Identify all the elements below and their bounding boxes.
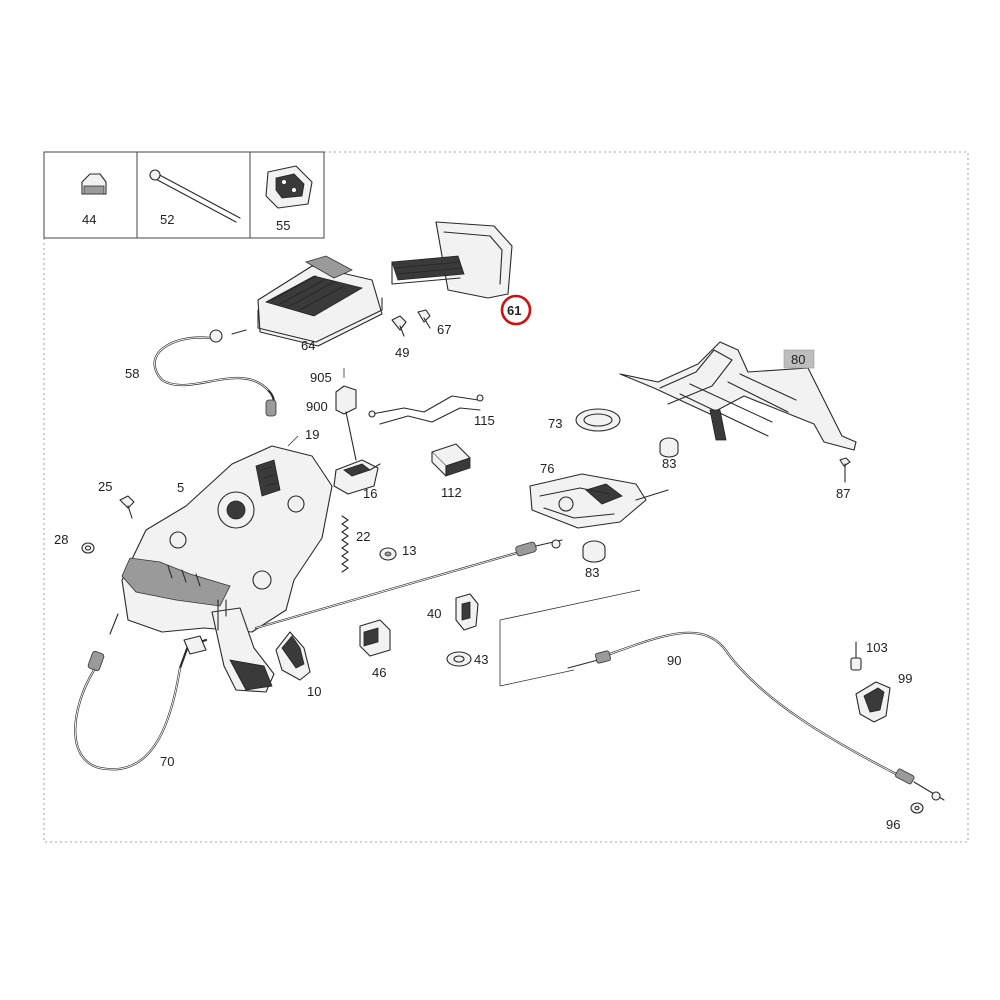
- callout-13[interactable]: 13: [402, 543, 416, 558]
- callout-80[interactable]: 80: [791, 352, 805, 367]
- callout-5[interactable]: 5: [177, 480, 184, 495]
- callout-61[interactable]: 61: [507, 303, 521, 318]
- bush-83-lower[interactable]: [582, 540, 606, 563]
- callout-40[interactable]: 40: [427, 606, 441, 621]
- callout-115[interactable]: 115: [474, 413, 495, 428]
- lever-76[interactable]: [529, 473, 669, 529]
- bush-13[interactable]: [379, 547, 397, 561]
- clip-40[interactable]: [455, 593, 479, 631]
- inset-box: 44 52 55: [43, 151, 325, 239]
- callout-73[interactable]: 73: [548, 416, 562, 431]
- grommet-43[interactable]: [446, 651, 472, 667]
- nut-icon[interactable]: [81, 173, 107, 195]
- callout-64[interactable]: 64: [301, 338, 315, 353]
- callout-96[interactable]: 96: [886, 817, 900, 832]
- inset-label-44: 44: [82, 212, 96, 227]
- switch-cover-icon[interactable]: [265, 165, 313, 209]
- callout-76[interactable]: 76: [540, 461, 554, 476]
- callout-900[interactable]: 900: [306, 399, 328, 414]
- callout-46[interactable]: 46: [372, 665, 386, 680]
- callout-49[interactable]: 49: [395, 345, 409, 360]
- stud-103[interactable]: [850, 641, 862, 671]
- screw-49[interactable]: [391, 315, 407, 337]
- callout-112[interactable]: 112: [441, 485, 462, 500]
- bolt-25[interactable]: [119, 495, 135, 519]
- relay-112[interactable]: [431, 443, 471, 477]
- highlight-ring-61: [500, 294, 532, 326]
- nut-96[interactable]: [910, 802, 924, 814]
- callout-43[interactable]: 43: [474, 652, 488, 667]
- inset-label-55: 55: [276, 218, 290, 233]
- callout-58[interactable]: 58: [125, 366, 139, 381]
- cable-90[interactable]: [499, 589, 945, 801]
- callout-22[interactable]: 22: [356, 529, 370, 544]
- control-module-61[interactable]: [391, 221, 513, 299]
- switch-housing-64[interactable]: [257, 255, 383, 347]
- diagram-frame: [43, 151, 969, 843]
- inset-label-52: 52: [160, 212, 174, 227]
- switch-16[interactable]: [333, 459, 381, 495]
- screw-67[interactable]: [417, 309, 431, 329]
- cable-to-lever[interactable]: [254, 539, 563, 630]
- callout-83-lower[interactable]: 83: [585, 565, 599, 580]
- cap-73[interactable]: [575, 408, 621, 432]
- callout-19[interactable]: 19: [305, 427, 319, 442]
- clamp-99[interactable]: [855, 681, 891, 723]
- bolt-87[interactable]: [839, 457, 851, 483]
- pedal-arm[interactable]: [211, 599, 275, 693]
- cable-58[interactable]: [153, 329, 277, 417]
- reference-box-80: [783, 349, 815, 369]
- callout-67[interactable]: 67: [437, 322, 451, 337]
- callout-25[interactable]: 25: [98, 479, 112, 494]
- cable-70[interactable]: [74, 613, 208, 771]
- callout-70[interactable]: 70: [160, 754, 174, 769]
- callout-87[interactable]: 87: [836, 486, 850, 501]
- wiring-115[interactable]: [368, 394, 484, 425]
- connector-900[interactable]: [335, 368, 357, 461]
- callout-83-upper[interactable]: 83: [662, 456, 676, 471]
- cable-tie-icon[interactable]: [149, 169, 241, 223]
- pedal-bracket-80[interactable]: [619, 341, 857, 451]
- leader-19: [287, 435, 299, 447]
- callout-905[interactable]: 905: [310, 370, 332, 385]
- callout-103[interactable]: 103: [866, 640, 888, 655]
- callout-10[interactable]: 10: [307, 684, 321, 699]
- callout-28[interactable]: 28: [54, 532, 68, 547]
- callout-99[interactable]: 99: [898, 671, 912, 686]
- clip-46[interactable]: [359, 619, 391, 657]
- nut-28[interactable]: [81, 542, 95, 554]
- bush-83-upper[interactable]: [659, 437, 679, 458]
- bracket-5[interactable]: [121, 445, 333, 633]
- spring-22[interactable]: [341, 515, 349, 573]
- pedal-pad-10[interactable]: [275, 631, 311, 681]
- callout-16[interactable]: 16: [363, 486, 377, 501]
- callout-90[interactable]: 90: [667, 653, 681, 668]
